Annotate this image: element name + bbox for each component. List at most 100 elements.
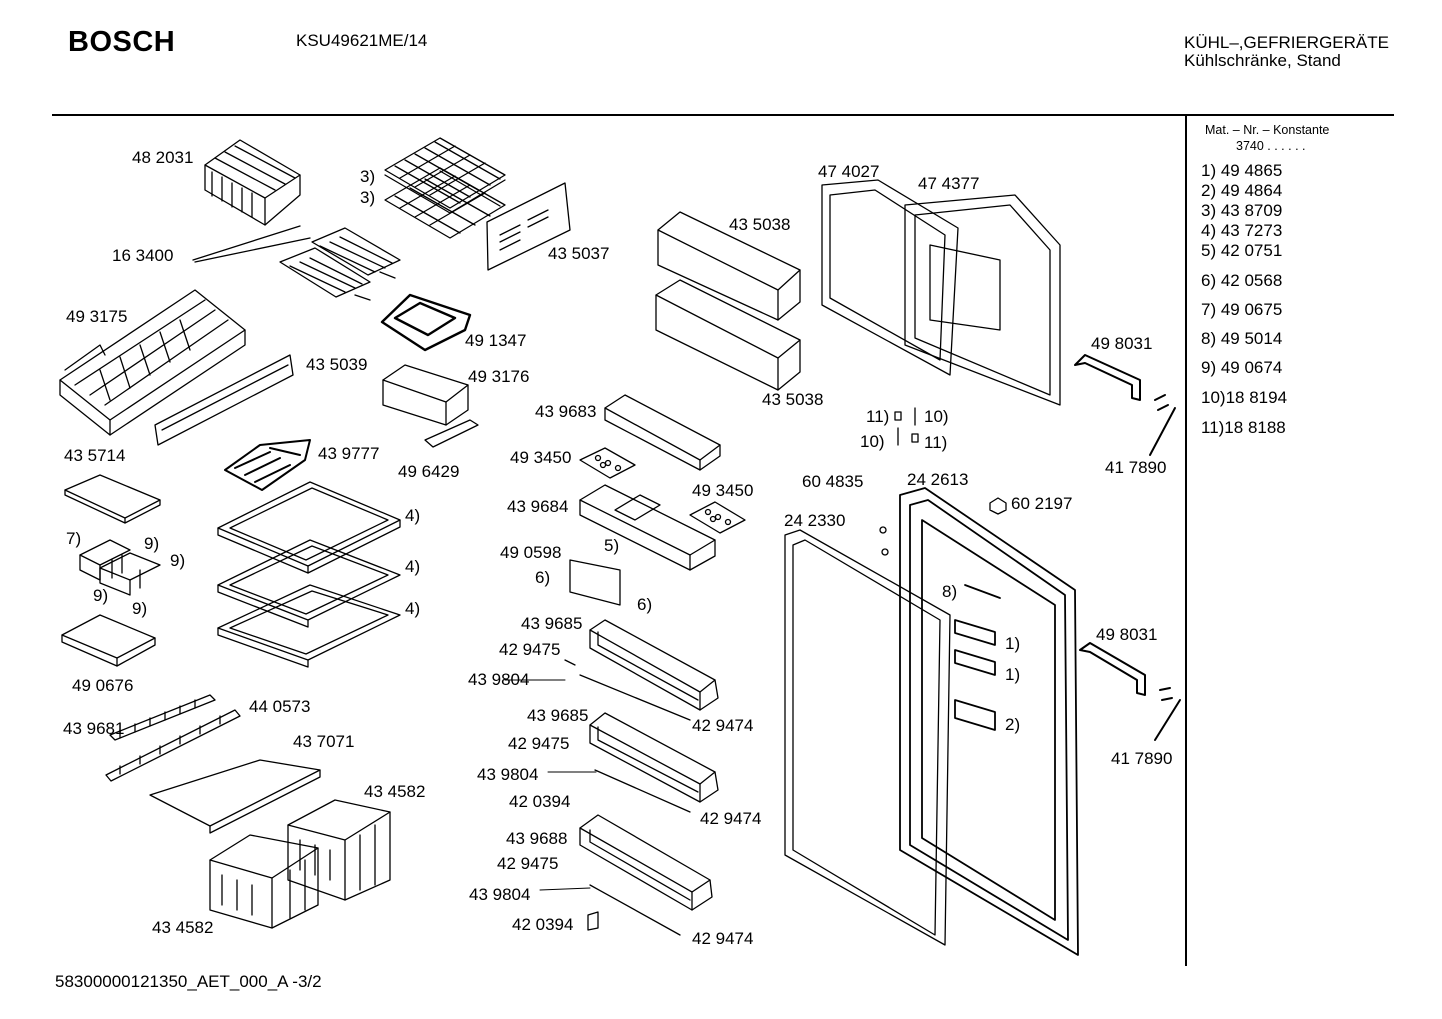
part-label: 49 8031 xyxy=(1096,625,1158,644)
part-label: 10) xyxy=(860,432,885,451)
category-subtitle: Kühlschränke, Stand xyxy=(1184,51,1341,70)
legend-item: 3) 43 8709 xyxy=(1201,201,1283,220)
freezer-door xyxy=(905,195,1060,405)
part-label: 9) xyxy=(144,534,160,553)
part-label: 60 4835 xyxy=(802,472,864,491)
part-label: 3) xyxy=(360,188,376,207)
part-label: 42 9474 xyxy=(692,716,754,735)
door-shelf-small xyxy=(605,395,720,470)
part-label: 49 3450 xyxy=(510,448,572,467)
brand-logo: BOSCH xyxy=(68,26,176,58)
part-label: 43 9684 xyxy=(507,497,569,516)
part-label: 43 5037 xyxy=(548,244,610,263)
small-block xyxy=(990,498,1006,514)
header-rule xyxy=(52,114,1394,116)
part-label: 10) xyxy=(924,407,949,426)
legend-item: 10)18 8194 xyxy=(1201,388,1288,407)
part-label: 43 9804 xyxy=(477,765,539,784)
sidebar-divider xyxy=(1185,116,1187,966)
part-label: 4) xyxy=(405,557,421,576)
part-label: 43 4582 xyxy=(364,782,426,801)
door-balcony-1 xyxy=(565,620,718,720)
part-label: 1) xyxy=(1005,665,1021,684)
part-label: 9) xyxy=(132,599,148,618)
part-label: 11) xyxy=(866,407,890,426)
part-label: 43 7071 xyxy=(293,732,355,751)
part-label: 2) xyxy=(1005,715,1021,734)
part-label: 43 5039 xyxy=(306,355,368,374)
part-label: 60 2197 xyxy=(1011,494,1073,513)
door-balcony-2 xyxy=(590,713,718,812)
part-label: 43 5714 xyxy=(64,446,126,465)
legend-item: 7) 49 0675 xyxy=(1201,300,1283,319)
part-label: 49 0676 xyxy=(72,676,134,695)
legend-item: 11)18 8188 xyxy=(1201,418,1286,437)
part-label: 49 3176 xyxy=(468,367,530,386)
part-label: 11) xyxy=(924,433,948,452)
fridge-door-gasket xyxy=(785,530,950,945)
part-label: 43 9683 xyxy=(535,402,597,421)
part-label: 47 4377 xyxy=(918,174,980,193)
part-label: 49 3175 xyxy=(66,307,128,326)
part-label: 42 9475 xyxy=(508,734,570,753)
ice-trays xyxy=(193,226,400,300)
part-label: 42 9474 xyxy=(692,929,754,948)
fridge-handle xyxy=(1080,643,1180,740)
part-label: 4) xyxy=(405,506,421,525)
part-label: 42 9475 xyxy=(497,854,559,873)
legend-item: 1) 49 4865 xyxy=(1201,161,1283,180)
butter-compartment xyxy=(580,485,715,570)
crisper-drawers xyxy=(210,800,390,928)
part-label: 9) xyxy=(170,551,186,570)
part-label: 9) xyxy=(93,586,109,605)
door-pins xyxy=(880,527,888,555)
part-label: 43 5038 xyxy=(762,390,824,409)
fridge-door xyxy=(900,488,1078,955)
door-balcony-3 xyxy=(580,815,712,935)
part-label: 41 7890 xyxy=(1105,458,1167,477)
model-number: KSU49621ME/14 xyxy=(296,31,428,50)
legend-item: 8) 49 5014 xyxy=(1201,329,1283,348)
glass-shelves xyxy=(218,482,400,667)
part-label: 43 9804 xyxy=(468,670,530,689)
part-label: 43 9777 xyxy=(318,444,380,463)
part-label: 49 6429 xyxy=(398,462,460,481)
ice-container xyxy=(383,365,468,425)
legend-item: 4) 43 7273 xyxy=(1201,221,1283,240)
part-label: 6) xyxy=(637,595,653,614)
part-label: 43 5038 xyxy=(729,215,791,234)
part-label: 42 0394 xyxy=(512,915,574,934)
part-label: 42 9474 xyxy=(700,809,762,828)
sidebar-constant: 3740 . . . . . . xyxy=(1236,139,1306,153)
rear-panel xyxy=(487,183,570,270)
part-label: 24 2613 xyxy=(907,470,969,489)
part-label: 3) xyxy=(360,167,376,186)
egg-tray-lower xyxy=(690,502,745,533)
part-label: 49 8031 xyxy=(1091,334,1153,353)
freezer-handle xyxy=(1075,355,1175,455)
freezer-flap xyxy=(155,355,293,445)
egg-tray-upper xyxy=(580,448,635,478)
legend-item: 5) 42 0751 xyxy=(1201,241,1283,260)
part-label: 49 0598 xyxy=(500,543,562,562)
part-label: 42 0394 xyxy=(509,792,571,811)
part-label: 6) xyxy=(535,568,551,587)
part-label: 42 9475 xyxy=(499,640,561,659)
drawer-dividers xyxy=(80,540,160,595)
hinge-screws xyxy=(895,408,918,445)
drawer xyxy=(62,615,155,666)
legend-item: 9) 49 0674 xyxy=(1201,358,1283,377)
part-label: 43 9804 xyxy=(469,885,531,904)
bottle-rack xyxy=(225,440,310,490)
freezer-basket xyxy=(60,290,245,435)
part-label: 24 2330 xyxy=(784,511,846,530)
clip-part xyxy=(425,420,478,447)
document-id: 58300000121350_AET_000_A -3/2 xyxy=(55,972,322,991)
part-label: 43 9688 xyxy=(506,829,568,848)
part-label: 43 9685 xyxy=(521,614,583,633)
part-label: 49 1347 xyxy=(465,331,527,350)
legend-item: 6) 42 0568 xyxy=(1201,271,1283,290)
part-label: 47 4027 xyxy=(818,162,880,181)
part-label: 16 3400 xyxy=(112,246,174,265)
part-label: 8) xyxy=(942,582,958,601)
